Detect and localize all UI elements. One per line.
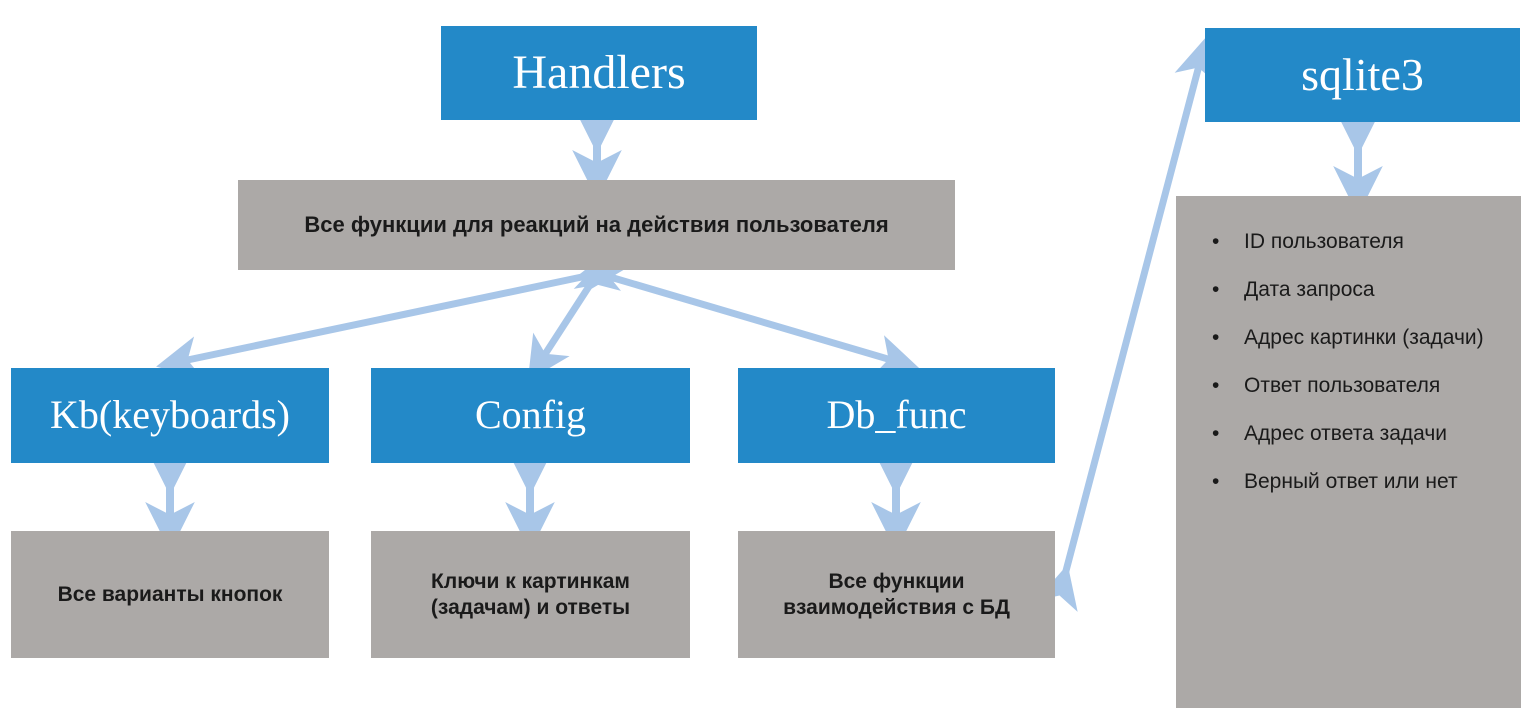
description-text-config: Ключи к картинкам (задачам) и ответы <box>430 569 631 619</box>
list-item: Дата запроса <box>1212 266 1509 314</box>
description-box-sqlite3-fields[interactable]: ID пользователя Дата запроса Адрес карти… <box>1176 196 1521 708</box>
list-item: Ответ пользователя <box>1212 362 1509 410</box>
description-text-kb: Все варианты кнопок <box>57 582 283 606</box>
module-title-kb: Kb(keyboards) <box>50 392 290 438</box>
description-box-db-func[interactable]: Все функции взаимодействия с БД <box>738 531 1055 658</box>
description-text-db-func: Все функции взаимодействия с БД <box>783 569 1010 619</box>
arrow-description-to-kb <box>156 248 622 379</box>
list-item: Адрес ответа задачи <box>1212 410 1509 458</box>
description-text-handlers: Все функции для реакций на действия поль… <box>304 211 889 237</box>
module-box-kb[interactable]: Kb(keyboards) <box>11 368 329 463</box>
module-title-db-func: Db_func <box>826 392 967 438</box>
module-box-db-func[interactable]: Db_func <box>738 368 1055 463</box>
arrow-description-to-dbfunc <box>573 247 920 377</box>
list-item: Верный ответ или нет <box>1212 458 1509 506</box>
list-item: Адрес картинки (задачи) <box>1212 314 1509 362</box>
module-box-sqlite3[interactable]: sqlite3 <box>1205 28 1520 122</box>
description-box-kb[interactable]: Все варианты кнопок <box>11 531 329 658</box>
description-box-handlers[interactable]: Все функции для реакций на действия поль… <box>238 180 955 270</box>
arrow-description-to-config <box>527 244 627 381</box>
module-title-sqlite3: sqlite3 <box>1301 48 1424 100</box>
sqlite3-field-list: ID пользователя Дата запроса Адрес карти… <box>1198 218 1509 506</box>
module-box-handlers[interactable]: Handlers <box>441 26 757 120</box>
list-item: ID пользователя <box>1212 218 1509 266</box>
module-title-config: Config <box>474 392 587 438</box>
description-box-config[interactable]: Ключи к картинкам (задачам) и ответы <box>371 531 690 658</box>
module-title-handlers: Handlers <box>512 45 686 99</box>
module-box-config[interactable]: Config <box>371 368 690 463</box>
